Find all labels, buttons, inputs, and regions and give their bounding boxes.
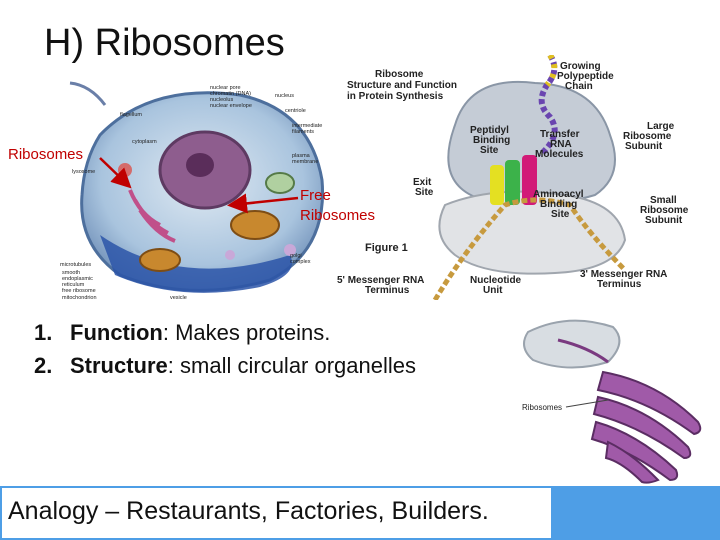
label-mitochondrion: mitochondrion	[62, 295, 97, 301]
bullet-term: Structure	[70, 353, 168, 378]
label-golgi-1: golgi	[290, 253, 302, 259]
label-vesicle: vesicle	[170, 295, 187, 301]
ribosome-figure: Ribosome Structure and Function in Prote…	[337, 55, 689, 300]
callout-free-ribosomes: Free Ribosomes	[300, 186, 375, 226]
slide-title: H) Ribosomes	[44, 22, 285, 64]
large-subunit-3: Subunit	[625, 141, 663, 152]
ribo-title-1: Ribosome	[375, 69, 424, 80]
nucleotide-2: Unit	[483, 285, 503, 296]
mrna5-1: 5' Messenger RNA	[337, 275, 424, 286]
label-lysosome: lysosome	[72, 169, 95, 175]
bullet-text: small circular organelles	[180, 353, 417, 378]
transfer-rna-2: RNA	[550, 139, 572, 150]
label-nuclear-envelope: nuclear envelope	[210, 103, 252, 109]
nucleotide-1: Nucleotide	[470, 275, 522, 286]
large-subunit-2: Ribosome	[623, 131, 672, 142]
transfer-rna-3: Molecules	[535, 149, 584, 160]
label-golgi-2: complex	[290, 259, 311, 265]
label-smooth-er-1: smooth	[62, 270, 80, 276]
label-plasma-membrane-2: membrane	[292, 159, 318, 165]
label-smooth-er-2: endoplasmic	[62, 276, 93, 282]
callout-free-1: Free	[300, 187, 331, 204]
label-flagellum: flagellum	[120, 112, 142, 118]
label-intermediate-filaments-2: filaments	[292, 129, 314, 135]
ribo-title-2: Structure and Function	[347, 80, 457, 91]
analogy-box	[2, 488, 551, 538]
exit-site-2: Site	[415, 187, 434, 198]
mrna3-1: 3' Messenger RNA	[580, 269, 667, 280]
mrna3-2: Terminus	[597, 279, 642, 290]
aminoacyl-2: Binding	[540, 199, 577, 210]
label-nucleolus: nucleolus	[210, 97, 233, 103]
exit-site-1: Exit	[413, 177, 432, 188]
bullet-structure: 2. Structure: small circular organelles	[34, 353, 416, 386]
er-ribosomes-label: Ribosomes	[522, 403, 562, 412]
large-subunit-1: Large	[647, 121, 675, 132]
callout-ribosomes: Ribosomes	[8, 146, 84, 163]
label-microtubules: microtubules	[60, 262, 91, 268]
mrna5-2: Terminus	[365, 285, 410, 296]
bullet-text: Makes proteins.	[175, 320, 331, 345]
label-centriole: centriole	[285, 108, 306, 114]
growing-chain-1: Growing	[560, 61, 601, 72]
peptidyl-1: Peptidyl	[470, 125, 509, 136]
callout-free-2: Ribosomes	[300, 207, 376, 224]
small-subunit-3: Subunit	[645, 215, 683, 226]
er-ribosomes-figure: Ribosomes	[522, 319, 702, 484]
aminoacyl-3: Site	[551, 209, 570, 220]
transfer-rna-1: Transfer	[540, 129, 580, 140]
bullet-number: 1.	[34, 320, 53, 345]
peptidyl-2: Binding	[473, 135, 510, 146]
growing-chain-3: Chain	[565, 81, 593, 92]
figure-number: Figure 1	[365, 242, 408, 254]
growing-chain-2: Polypeptide	[557, 71, 614, 82]
label-smooth-er-3: reticulum	[62, 282, 85, 288]
bullet-number: 2.	[34, 353, 53, 378]
bullet-sep: :	[167, 353, 181, 378]
label-free-ribosome: free ribosome	[62, 288, 96, 294]
peptidyl-3: Site	[480, 145, 499, 156]
label-cytoplasm: cytoplasm	[132, 139, 157, 145]
cell-diagram: nuclear pore chromatin (DNA) nucleolus n…	[60, 81, 325, 301]
label-nucleus: nucleus	[275, 93, 294, 99]
bullet-term: Function	[70, 320, 163, 345]
label-plasma-membrane-1: plasma	[292, 153, 311, 159]
bullet-list: 1. Function: Makes proteins. 2. Structure:…	[34, 320, 416, 386]
label-nuclear-pore: nuclear pore	[210, 85, 241, 91]
bullet-function: 1. Function: Makes proteins.	[34, 320, 416, 353]
label-chromatin: chromatin (DNA)	[210, 91, 251, 97]
small-subunit-2: Ribosome	[640, 205, 689, 216]
analogy-text: Analogy – Restaurants, Factories, Builde…	[8, 497, 489, 525]
aminoacyl-1: Aminoacyl	[533, 189, 584, 200]
label-intermediate-filaments-1: intermediate	[292, 123, 322, 129]
small-subunit-1: Small	[650, 195, 677, 206]
ribo-title-3: in Protein Synthesis	[347, 91, 444, 102]
bullet-sep: :	[162, 320, 176, 345]
